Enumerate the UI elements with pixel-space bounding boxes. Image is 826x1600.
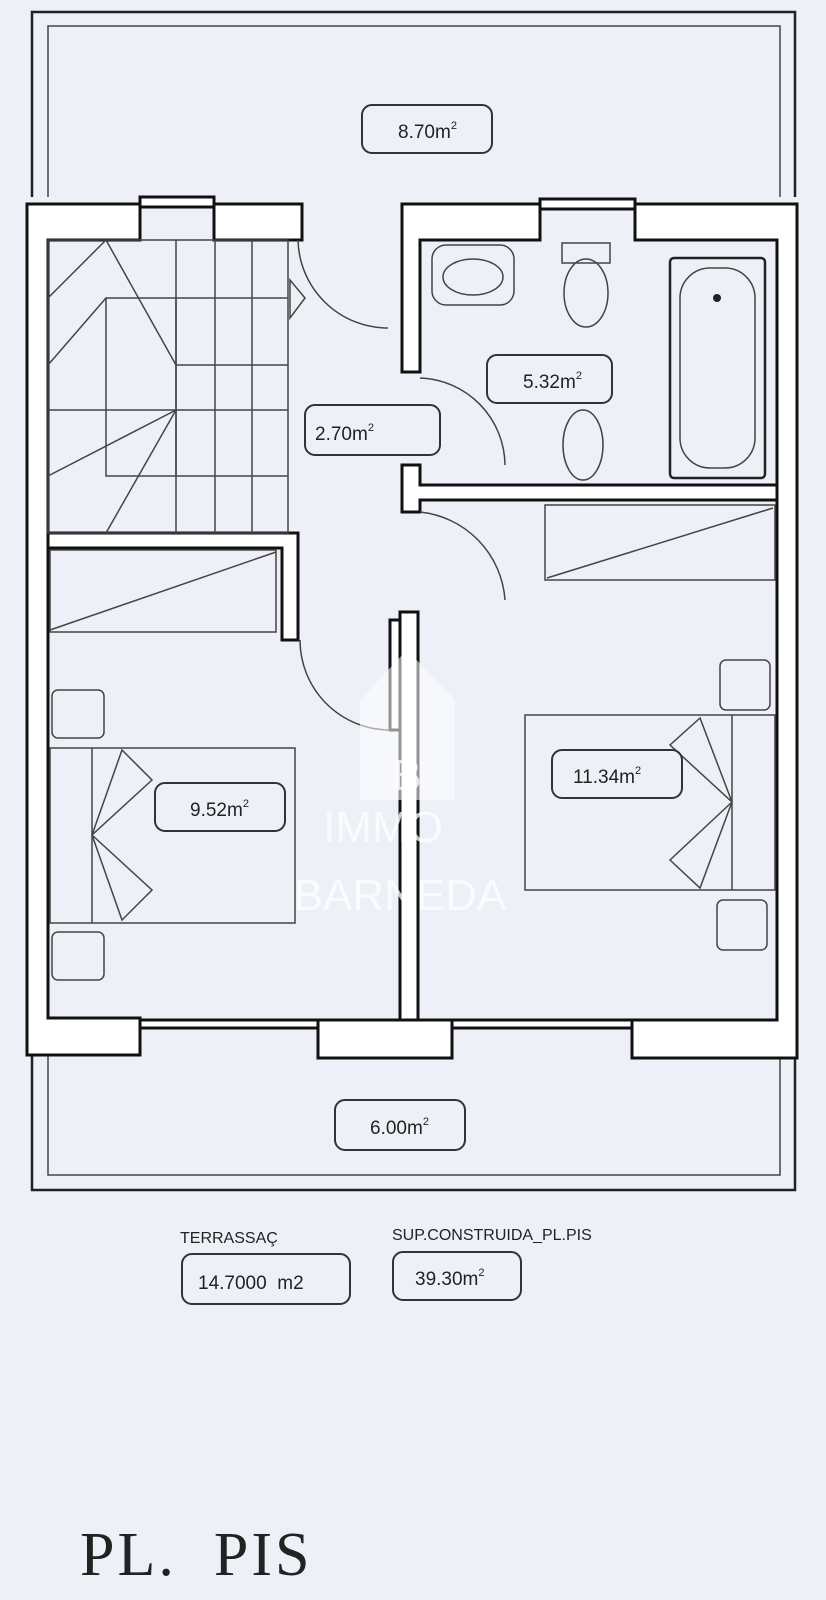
area-label-terrace-bottom: 6.00m2 — [334, 1099, 466, 1151]
terrace-bottom — [30, 1055, 797, 1192]
area-label-bedroom-right: 11.34m2 — [551, 749, 683, 799]
watermark-line2: BARNEDA — [294, 871, 507, 920]
wardrobes — [49, 504, 776, 633]
exterior-walls — [25, 195, 799, 1060]
terrace-total-value: 14.7000 m2 — [198, 1273, 304, 1294]
summary-built-area: SUP.CONSTRUIDA_PL.PIS 39.30m2 — [392, 1227, 592, 1301]
area-label-hall: 2.70m2 — [304, 404, 441, 456]
built-area-label: SUP.CONSTRUIDA_PL.PIS — [392, 1227, 592, 1244]
watermark: B IMMO BARNEDA — [294, 650, 507, 920]
plan-title: PL. PIS — [80, 1521, 312, 1589]
svg-text:11.34m2: 11.34m2 — [573, 765, 641, 788]
svg-text:5.32m2: 5.32m2 — [523, 370, 582, 393]
terrace-top — [30, 10, 797, 197]
svg-text:39.30m2: 39.30m2 — [415, 1267, 485, 1290]
bed-left — [49, 689, 296, 981]
area-label-bedroom-left: 9.52m2 — [154, 782, 286, 832]
summary-terrace: TERRASSAÇ 14.7000 m2 — [180, 1230, 351, 1305]
svg-text:2.70m2: 2.70m2 — [315, 422, 374, 445]
watermark-line1: IMMO — [323, 803, 443, 852]
terrace-total-label: TERRASSAÇ — [180, 1230, 278, 1247]
area-label-bathroom: 5.32m2 — [486, 354, 613, 404]
watermark-letter: B — [392, 751, 421, 800]
svg-text:9.52m2: 9.52m2 — [190, 798, 249, 821]
doors — [297, 239, 506, 731]
area-label-terrace-top: 8.70m2 — [361, 104, 493, 154]
bathroom-fixtures — [431, 242, 767, 481]
staircase — [47, 239, 306, 534]
svg-text:6.00m2: 6.00m2 — [370, 1116, 429, 1139]
bed-right — [524, 659, 776, 951]
svg-text:8.70m2: 8.70m2 — [398, 120, 457, 143]
